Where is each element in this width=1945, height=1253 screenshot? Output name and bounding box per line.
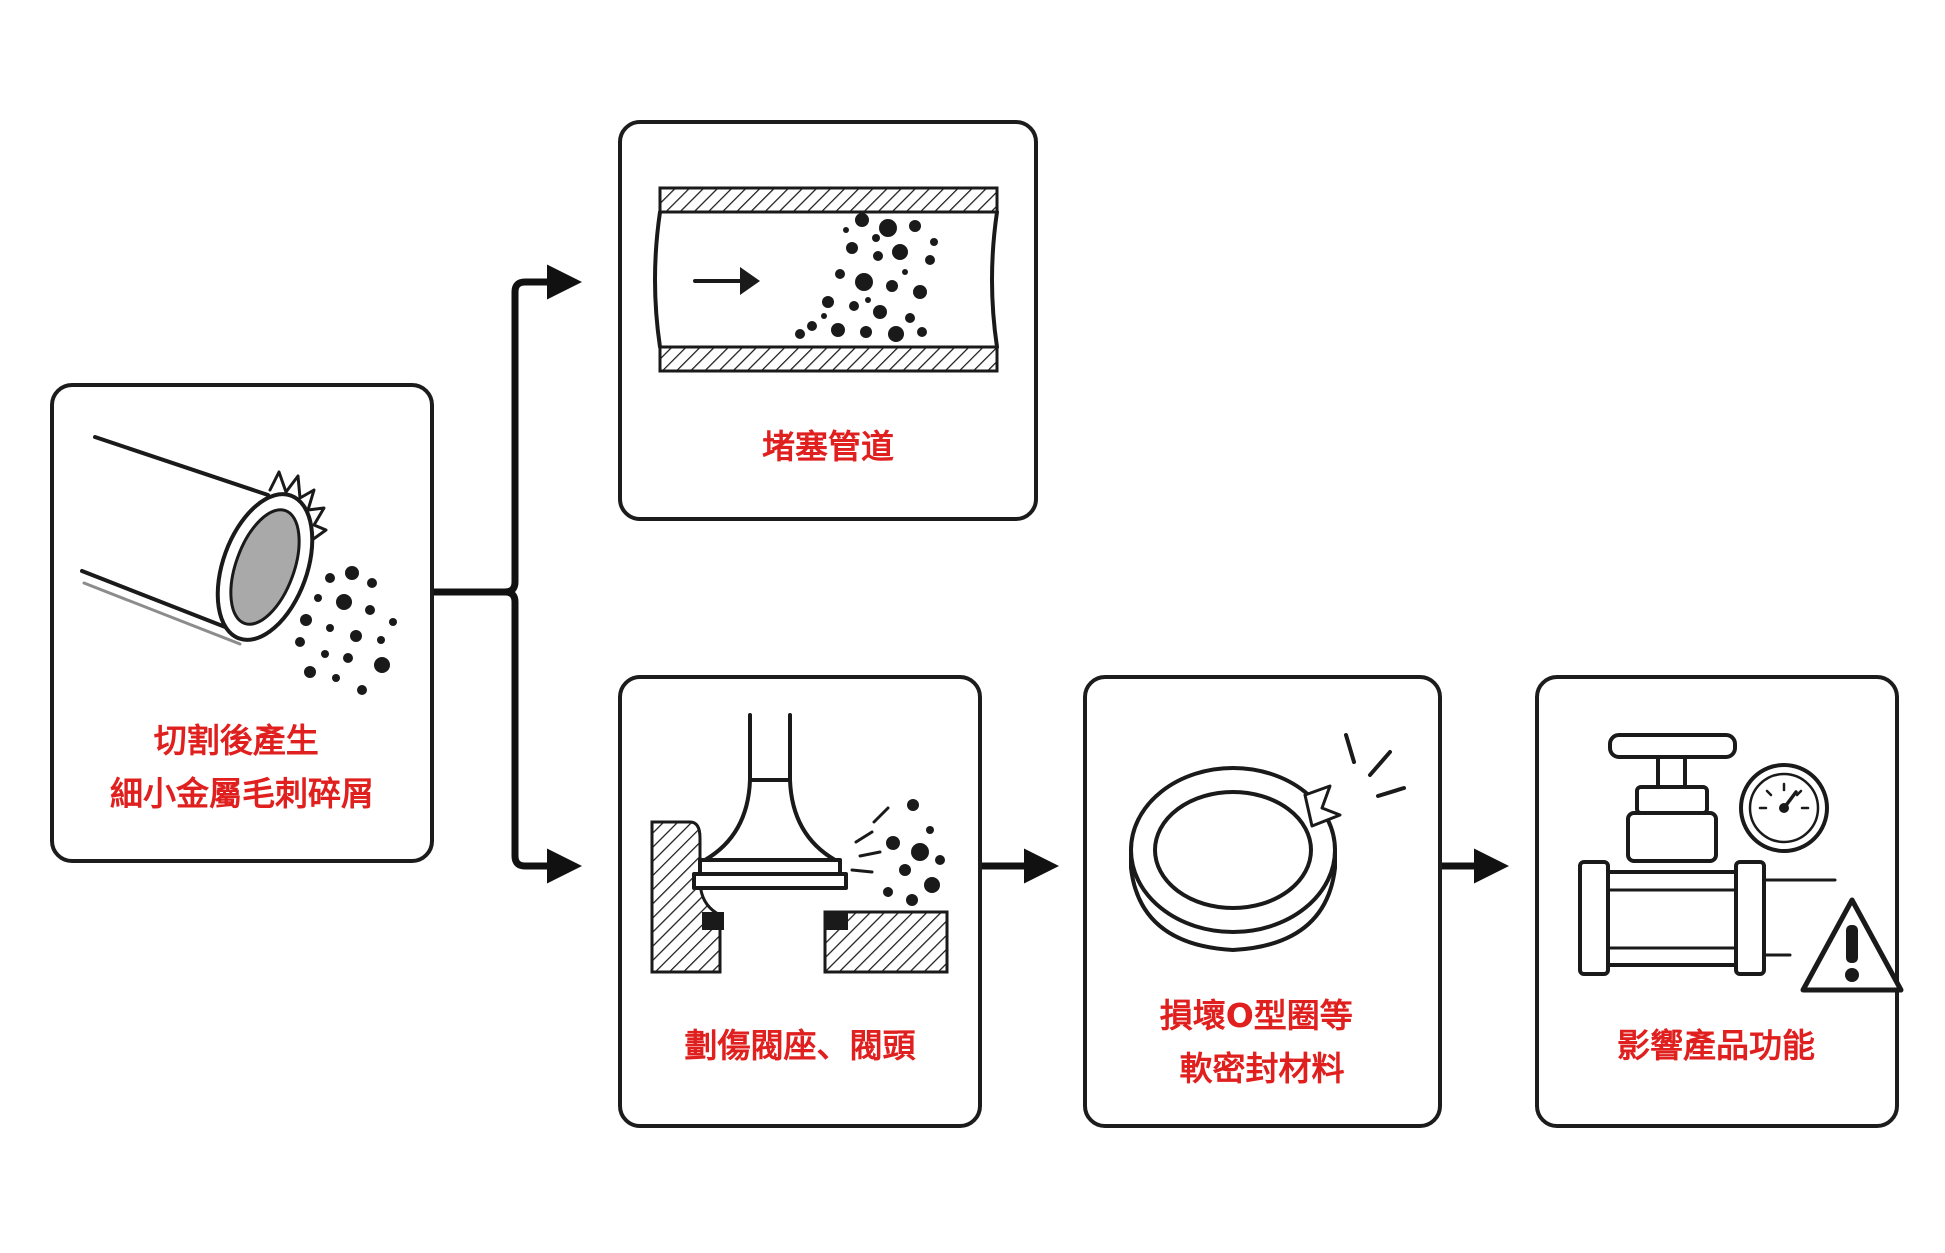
node-label: 損壞O型圈等 軟密封材料: [1160, 996, 1365, 1088]
node-box: [618, 120, 1038, 521]
node-function: 影響產品功能: [1535, 675, 1904, 1128]
node-box: [618, 675, 982, 1128]
cut-pipe-with-burrs-icon: [80, 435, 397, 695]
valve-gauge-warning-icon: [1578, 733, 1904, 993]
node-oring: 損壞O型圈等 軟密封材料: [1083, 675, 1442, 1128]
node-label-line-1: 切割後產生: [154, 721, 319, 760]
node-label-line-2: 軟密封材料: [1180, 1049, 1345, 1088]
node-source: 切割後產生 細小金屬毛刺碎屑: [50, 383, 434, 863]
connectors: [432, 264, 1509, 884]
node-scratch: 劃傷閥座、閥頭: [618, 675, 982, 1128]
node-label-line-2: 細小金屬毛刺碎屑: [110, 774, 374, 813]
node-label-line-1: 劃傷閥座、閥頭: [685, 1026, 917, 1065]
node-label: 切割後產生 細小金屬毛刺碎屑: [110, 721, 374, 813]
node-label: 堵塞管道: [762, 427, 894, 466]
node-clog: 堵塞管道: [618, 120, 1038, 521]
connector-source-to-clog: [432, 264, 582, 596]
connector-source-to-scratch: [504, 588, 582, 884]
node-label-line-1: 影響產品功能: [1617, 1026, 1815, 1065]
node-label: 影響產品功能: [1617, 1026, 1815, 1065]
node-label-line-1: 堵塞管道: [762, 427, 894, 466]
broken-o-ring-icon: [1129, 733, 1406, 952]
damaged-valve-seat-icon: [650, 713, 949, 974]
clogged-pipe-icon: [653, 186, 999, 373]
node-label: 劃傷閥座、閥頭: [685, 1026, 917, 1065]
node-label-line-1: 損壞O型圈等: [1160, 996, 1353, 1035]
